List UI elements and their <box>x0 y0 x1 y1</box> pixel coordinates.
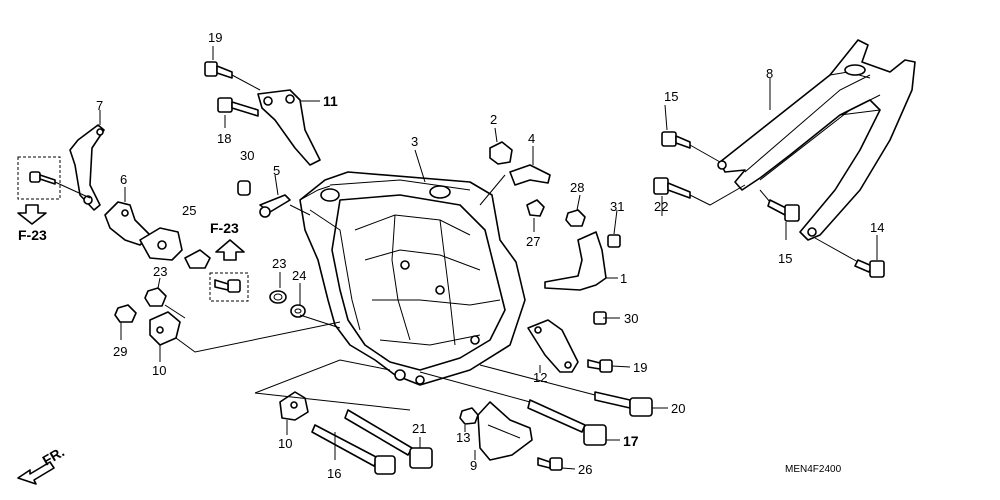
callout-15-upper: 15 <box>664 89 678 104</box>
callout-9: 9 <box>470 458 477 473</box>
front-direction-label: FR. <box>40 443 68 468</box>
callout-5: 5 <box>273 163 280 178</box>
bracket-part-1 <box>544 231 618 291</box>
clip-part-27 <box>526 199 545 217</box>
reference-label-left: F-23 <box>18 227 47 243</box>
bolt-part-19-top <box>204 61 261 91</box>
bolt-part-19-right <box>587 359 613 373</box>
callout-11: 11 <box>323 93 338 109</box>
callout-19-right: 19 <box>633 360 647 375</box>
callout-1: 1 <box>620 271 627 286</box>
callout-30-upper: 30 <box>240 148 254 163</box>
bolt-part-14 <box>814 237 885 278</box>
bolt-part-15-upper <box>661 131 721 163</box>
bolt-part-17 <box>419 371 607 446</box>
callout-23-left: 23 <box>153 264 167 279</box>
callout-7: 7 <box>96 98 103 113</box>
bolt-part-18 <box>217 97 259 117</box>
engine-hanger-part-10-lower <box>279 391 309 421</box>
bracket-part-25-clamp <box>184 249 211 269</box>
callout-14: 14 <box>870 220 884 235</box>
bolt-part-21 <box>344 409 433 469</box>
nut-part-13 <box>459 407 479 425</box>
reference-box-left <box>17 156 91 200</box>
rear-sub-frame-part-8 <box>717 39 916 241</box>
callout-4: 4 <box>528 131 535 146</box>
callout-28: 28 <box>570 180 584 195</box>
nut-part-23-left <box>144 287 167 307</box>
bracket-part-4 <box>479 164 551 206</box>
callout-19-top: 19 <box>208 30 222 45</box>
callout-29: 29 <box>113 344 127 359</box>
engine-hanger-part-10-left <box>149 304 341 353</box>
bolt-part-20 <box>479 364 653 417</box>
main-frame-part-3 <box>299 171 526 386</box>
diagram-code: MEN4F2400 <box>785 464 842 475</box>
callout-18: 18 <box>217 131 231 146</box>
callout-25: 25 <box>182 203 196 218</box>
reference-arrow-center <box>215 239 245 261</box>
callout-22: 22 <box>654 199 668 214</box>
callout-21: 21 <box>412 421 426 436</box>
front-direction-arrow: FR. <box>17 443 68 485</box>
callout-labels: 19 11 18 7 6 30 5 25 F-23 F-23 23 23 24 … <box>18 30 884 481</box>
callout-3: 3 <box>411 134 418 149</box>
bolt-part-22 <box>653 177 746 206</box>
callout-10-lower: 10 <box>278 436 292 451</box>
bolt-part-16 <box>311 424 396 475</box>
nut-part-30-upper <box>237 180 251 196</box>
callout-31: 31 <box>610 199 624 214</box>
callout-6: 6 <box>120 172 127 187</box>
callout-10-left: 10 <box>152 363 166 378</box>
callout-20: 20 <box>671 401 685 416</box>
callout-17: 17 <box>623 433 639 449</box>
collar-part-23-center <box>269 290 287 304</box>
clip-part-5 <box>259 174 311 218</box>
callout-24: 24 <box>292 268 306 283</box>
bolt-part-31 <box>607 234 621 248</box>
callout-26: 26 <box>578 462 592 477</box>
washer-part-24 <box>290 304 306 318</box>
callout-2: 2 <box>490 112 497 127</box>
nut-part-29 <box>114 304 137 323</box>
callout-15-lower: 15 <box>778 251 792 266</box>
nut-part-28 <box>565 209 586 227</box>
callout-8: 8 <box>766 66 773 81</box>
clamp-part-2 <box>489 141 513 165</box>
bracket-part-25 <box>139 227 183 261</box>
callout-16: 16 <box>327 466 341 481</box>
engine-hanger-part-12 <box>527 319 579 373</box>
skid-plate-part-9 <box>477 401 533 461</box>
bolt-part-15-lower <box>759 189 800 222</box>
bracket-part-11 <box>257 89 321 166</box>
callout-23-center: 23 <box>272 256 286 271</box>
callout-27: 27 <box>526 234 540 249</box>
callout-13: 13 <box>456 430 470 445</box>
bolt-part-26 <box>537 457 563 471</box>
bracket-part-7 <box>69 124 105 211</box>
callout-30-lower: 30 <box>624 311 638 326</box>
reference-arrow-left <box>17 204 47 225</box>
callout-12: 12 <box>533 370 547 385</box>
reference-box-center <box>209 272 249 302</box>
reference-label-center: F-23 <box>210 220 239 236</box>
